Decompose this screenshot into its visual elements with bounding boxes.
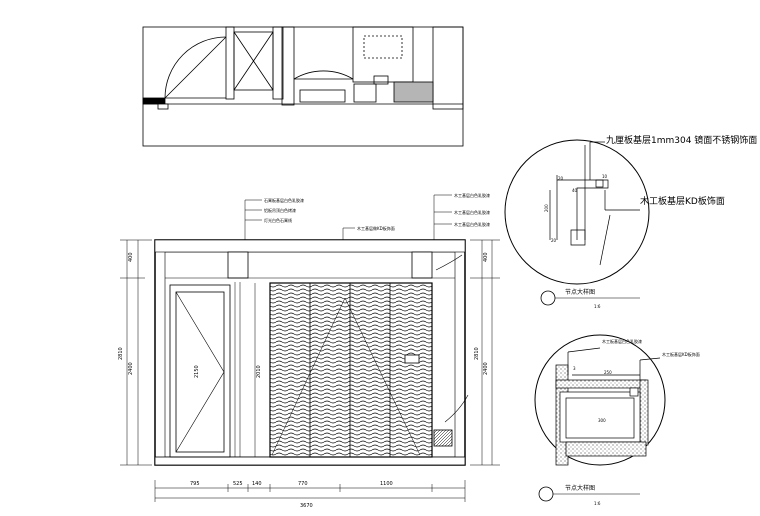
plan-view [142, 26, 464, 147]
detail-label: 木工板基层KD板饰面 [662, 351, 700, 357]
dimension-texts: 795 525 140 770 1100 3670 400 2400 2810 … [118, 252, 489, 509]
detail-marker [538, 486, 554, 502]
dim-text: 3 [573, 366, 576, 371]
callout-text: 灯光白色石膏线 [264, 217, 292, 223]
dim-text: 400 [483, 252, 489, 262]
callout-text: 石膏板基层白色乳胶漆 [264, 197, 304, 203]
callout-text: 木工基层白色乳胶漆 [454, 192, 490, 198]
dim-text: 40 [572, 188, 578, 193]
dim-text: 2810 [474, 347, 480, 360]
dim-text: 140 [252, 481, 262, 487]
dim-text: 200 [544, 204, 549, 212]
dim-text: 795 [190, 481, 200, 487]
dim-text: 3670 [300, 503, 313, 509]
dim-text: 2010 [256, 365, 262, 378]
dim-text: 770 [298, 481, 308, 487]
dim-text: 1100 [380, 481, 393, 487]
detail-title: 节点大样图 [565, 484, 595, 492]
kd-panel-wall [269, 254, 469, 458]
wall-elevation [120, 194, 500, 502]
dim-text: 20 [558, 176, 564, 181]
dim-text: 2150 [194, 365, 200, 378]
door-elevation [169, 282, 241, 458]
dim-text: 2810 [118, 347, 124, 360]
dim-text: 300 [598, 418, 606, 423]
detail-2: 木工板基层白色乳胶漆 木工板基层KD板饰面 250 300 3 节点大样图 1:… [534, 334, 700, 506]
dim-text: 10 [602, 174, 608, 179]
dim-text: 2400 [483, 362, 489, 375]
dim-text: 2400 [128, 362, 134, 375]
dimension-lines [120, 239, 500, 502]
detail-marker [540, 290, 556, 306]
detail-title: 节点大样图 [565, 288, 595, 296]
dim-text: 20 [551, 238, 557, 243]
detail-label: 木工板基层白色乳胶漆 [602, 338, 642, 344]
callout-text: 木工基层做KD板饰面 [357, 225, 395, 231]
detail-label: 木工板基层KD板饰面 [640, 195, 725, 207]
callout-leaders [244, 194, 452, 240]
dim-text: 525 [233, 481, 243, 487]
callout-text: 铝板吊顶白色烤漆 [264, 207, 296, 213]
dim-text: 250 [604, 370, 612, 375]
detail-scale: 1:6 [594, 304, 601, 309]
detail-label: 九厘板基层1mm304 镜面不锈钢饰面 [606, 134, 757, 146]
detail-1: 九厘板基层1mm304 镜面不锈钢饰面 木工板基层KD板饰面 40 20 10 … [504, 134, 757, 309]
detail-scale: 1:6 [594, 501, 601, 506]
elevation-callouts: 石膏板基层白色乳胶漆 铝板吊顶白色烤漆 灯光白色石膏线 木工基层做KD板饰面 木… [264, 192, 490, 231]
callout-text: 木工基层白色乳胶漆 [454, 221, 490, 227]
callout-text: 木工基层白色乳胶漆 [454, 209, 490, 215]
dim-text: 400 [128, 252, 134, 262]
